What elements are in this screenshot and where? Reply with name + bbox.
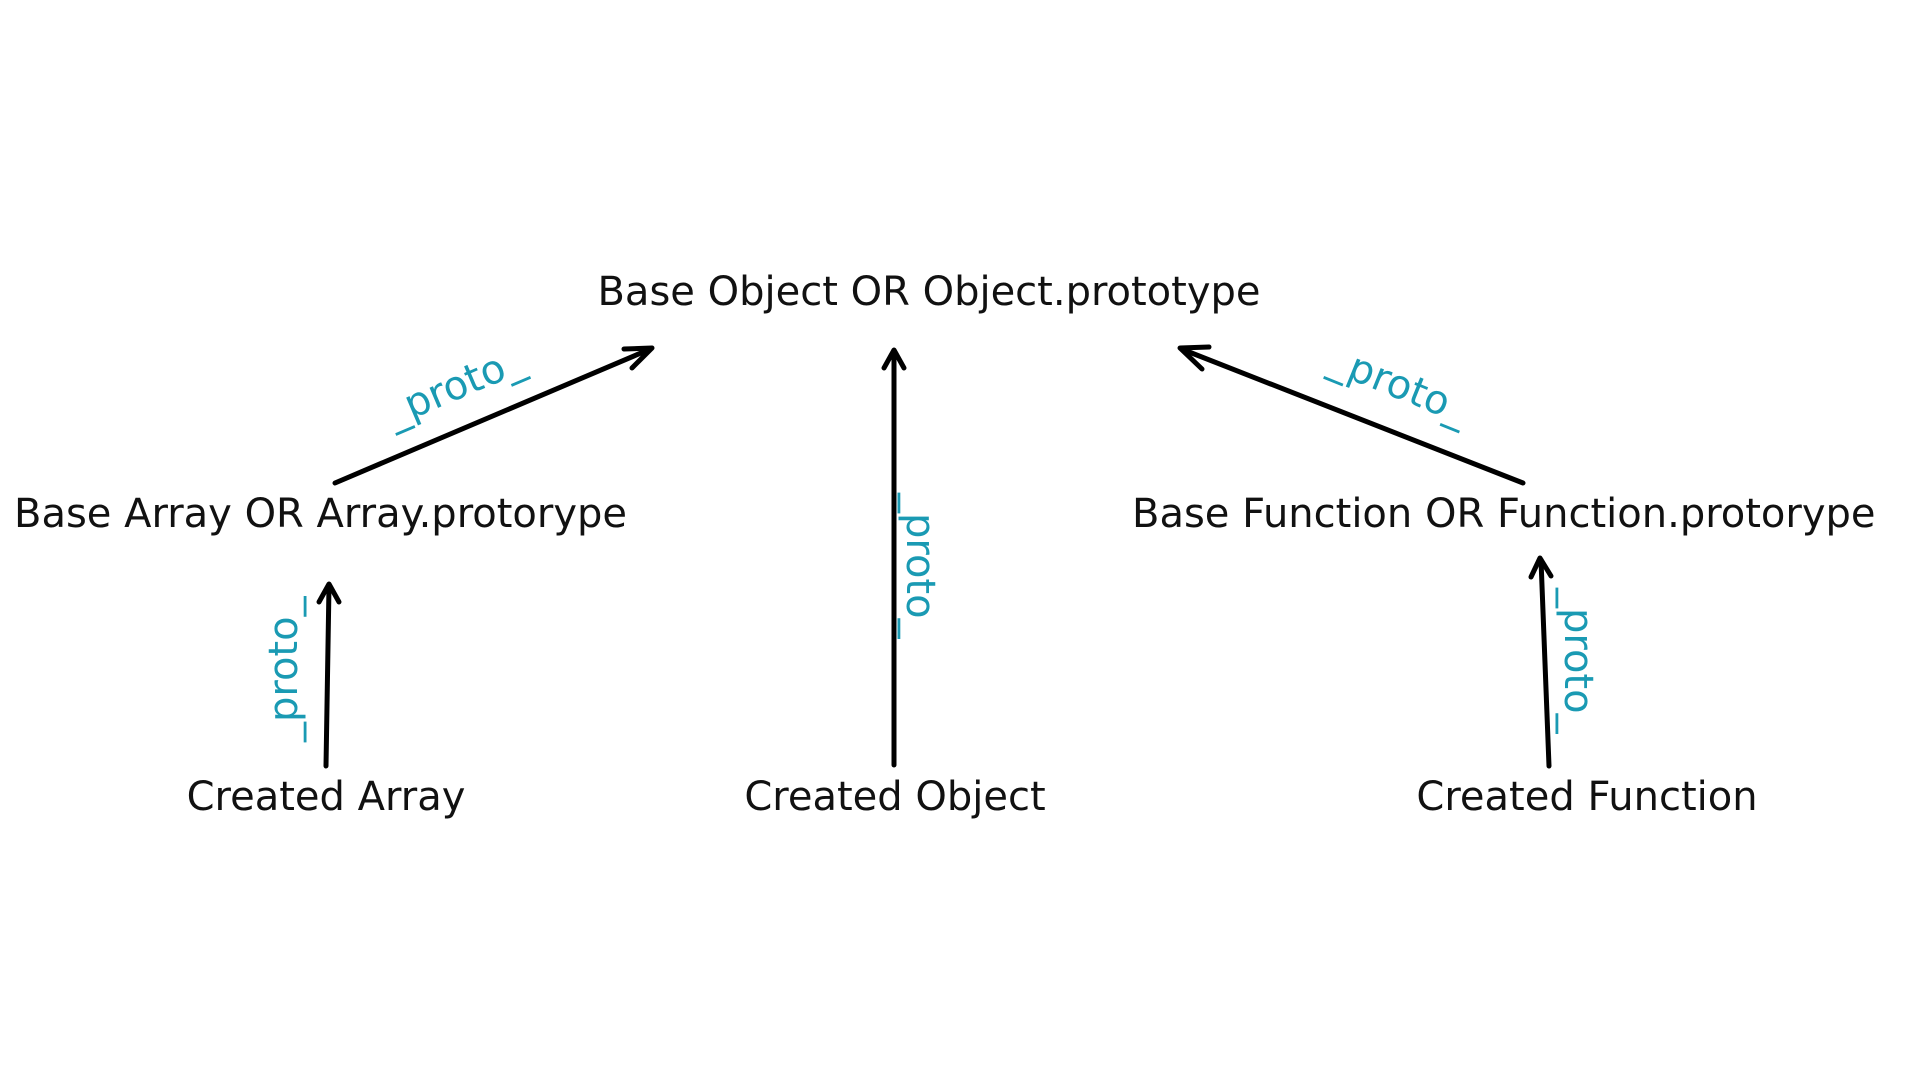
edge-label: _proto_ (1322, 336, 1476, 434)
edge-function-to-object: _proto_ (1177, 336, 1526, 486)
edge-created-array-to-array: _proto_ (261, 581, 342, 769)
arrow-line (1181, 347, 1526, 486)
arrow-head (1528, 555, 1554, 580)
edge-created-function-to-function: _proto_ (1528, 555, 1601, 769)
arrow-head (316, 581, 342, 605)
node-base-function: Base Function OR Function.protorype (1132, 491, 1876, 537)
arrow-head (621, 345, 655, 371)
arrow-line (323, 583, 332, 769)
node-base-object: Base Object OR Object.prototype (597, 269, 1260, 315)
node-created-function: Created Function (1416, 774, 1757, 820)
node-created-object: Created Object (744, 774, 1045, 820)
edge-created-object-to-object: _proto_ (881, 347, 943, 768)
arrow-head (1177, 344, 1212, 372)
arrow-line (1538, 557, 1552, 769)
node-created-array: Created Array (187, 774, 466, 820)
edge-array-to-object: _proto_ (332, 337, 655, 486)
node-base-array: Base Array OR Array.protorype (14, 491, 627, 537)
edge-label: _proto_ (261, 595, 307, 743)
arrow-line (332, 347, 651, 486)
edge-label: _proto_ (1555, 587, 1601, 735)
edge-label: _proto_ (378, 337, 532, 437)
arrow-head (881, 347, 907, 371)
edge-label: _proto_ (897, 492, 943, 640)
